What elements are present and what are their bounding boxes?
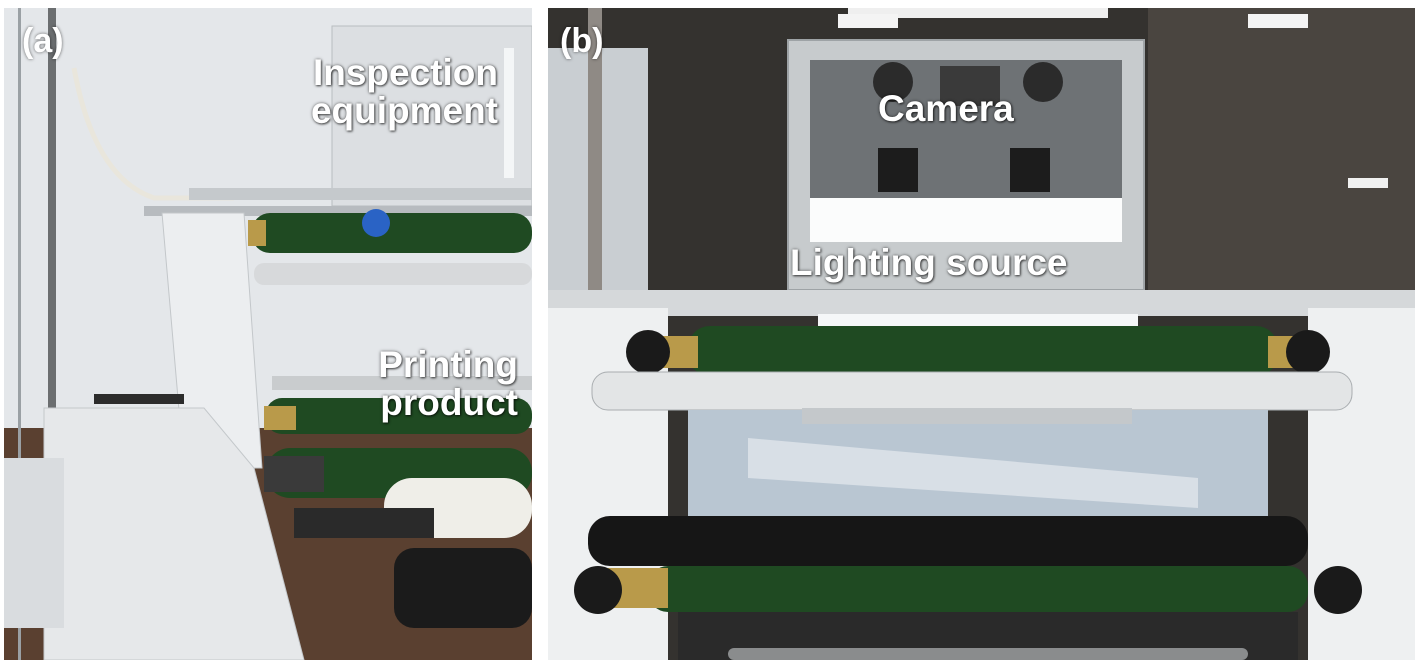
photo-panel-a: (a) Inspection equipment Printing produc…: [4, 8, 532, 660]
label-inspection-line1: Inspection: [312, 52, 498, 93]
inspection-machine-photo: [4, 8, 532, 660]
camera-lighting-photo: [548, 8, 1415, 660]
label-camera: Camera: [878, 88, 1014, 129]
label-lighting-source: Lighting source: [790, 242, 1068, 283]
photo-panel-b: (b) Camera Lighting source: [548, 8, 1415, 660]
label-inspection-line2: equipment: [310, 89, 498, 131]
label-inspection-equipment: Inspection equipment: [262, 54, 498, 129]
label-printing-product: Printing product: [322, 346, 518, 421]
label-printing-line2: product: [380, 381, 518, 423]
panel-letter-a: (a): [22, 22, 64, 60]
label-printing-line1: Printing: [378, 344, 518, 385]
panel-letter-b: (b): [560, 22, 604, 60]
